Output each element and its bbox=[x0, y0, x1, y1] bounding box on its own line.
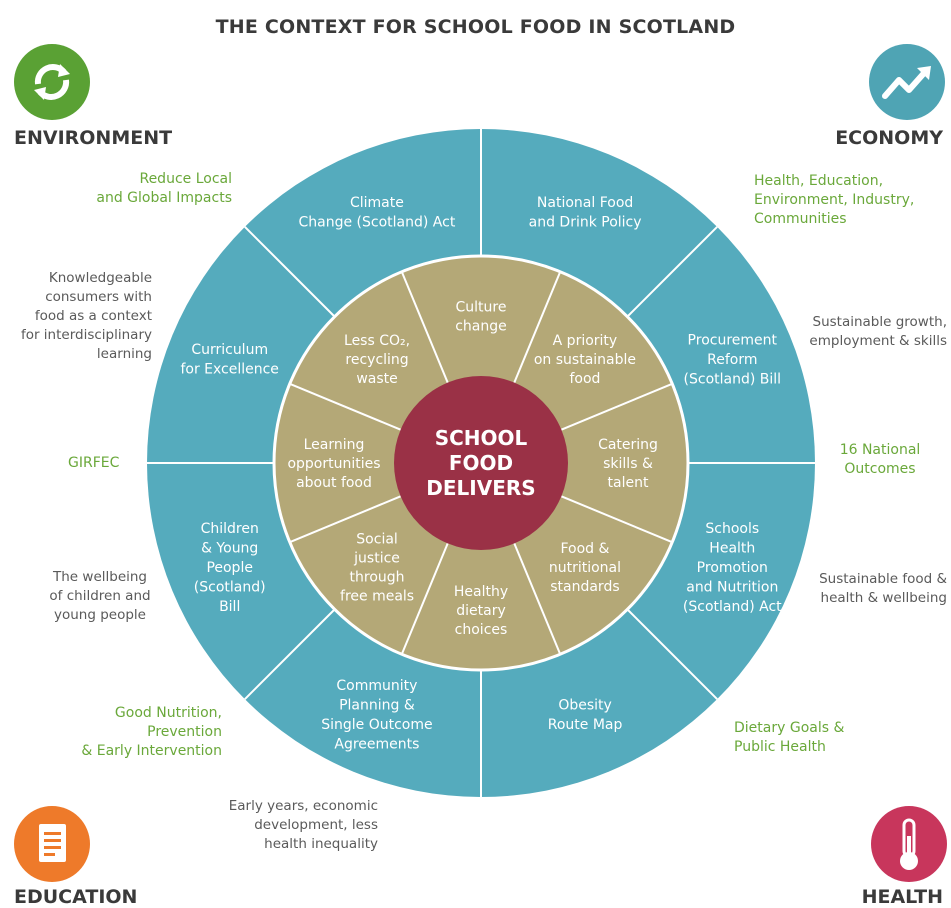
outer-divider bbox=[244, 608, 336, 700]
note-good-nutrition: Good Nutrition,Prevention& Early Interve… bbox=[81, 705, 222, 759]
inner-divider bbox=[289, 382, 402, 431]
inner-divider bbox=[400, 542, 449, 655]
inner-divider bbox=[513, 542, 562, 655]
education-circle bbox=[14, 806, 90, 882]
education-label: EDUCATION bbox=[14, 886, 138, 908]
note-sustainable-growth: Sustainable growth,employment & skills bbox=[809, 314, 947, 349]
thermometer-icon bbox=[900, 818, 918, 870]
health-label: HEALTH bbox=[861, 886, 943, 908]
note-sustainable-food: Sustainable food &health & wellbeing bbox=[819, 571, 947, 606]
outer-divider bbox=[626, 226, 718, 318]
inner-divider bbox=[513, 271, 562, 384]
economy-label: ECONOMY bbox=[835, 127, 943, 149]
trend-up-icon bbox=[882, 66, 931, 99]
page-title: THE CONTEXT FOR SCHOOL FOOD IN SCOTLAND bbox=[215, 16, 736, 38]
health-circle bbox=[871, 806, 947, 882]
environment-label: ENVIRONMENT bbox=[14, 127, 173, 149]
economy-circle bbox=[869, 44, 945, 120]
inner-divider bbox=[400, 271, 449, 384]
outer-divider bbox=[626, 608, 718, 700]
note-health-education: Health, Education,Environment, Industry,… bbox=[754, 173, 915, 227]
note-dietary-goals: Dietary Goals &Public Health bbox=[734, 720, 845, 755]
inner-divider bbox=[560, 382, 673, 431]
center-circle bbox=[394, 376, 568, 550]
inner-divider bbox=[289, 495, 402, 544]
note-girfec: GIRFEC bbox=[68, 455, 120, 471]
outer-divider bbox=[244, 226, 336, 318]
recycle-icon bbox=[34, 64, 70, 100]
inner-divider bbox=[560, 495, 673, 544]
environment-circle bbox=[14, 44, 90, 120]
document-icon bbox=[39, 824, 66, 862]
